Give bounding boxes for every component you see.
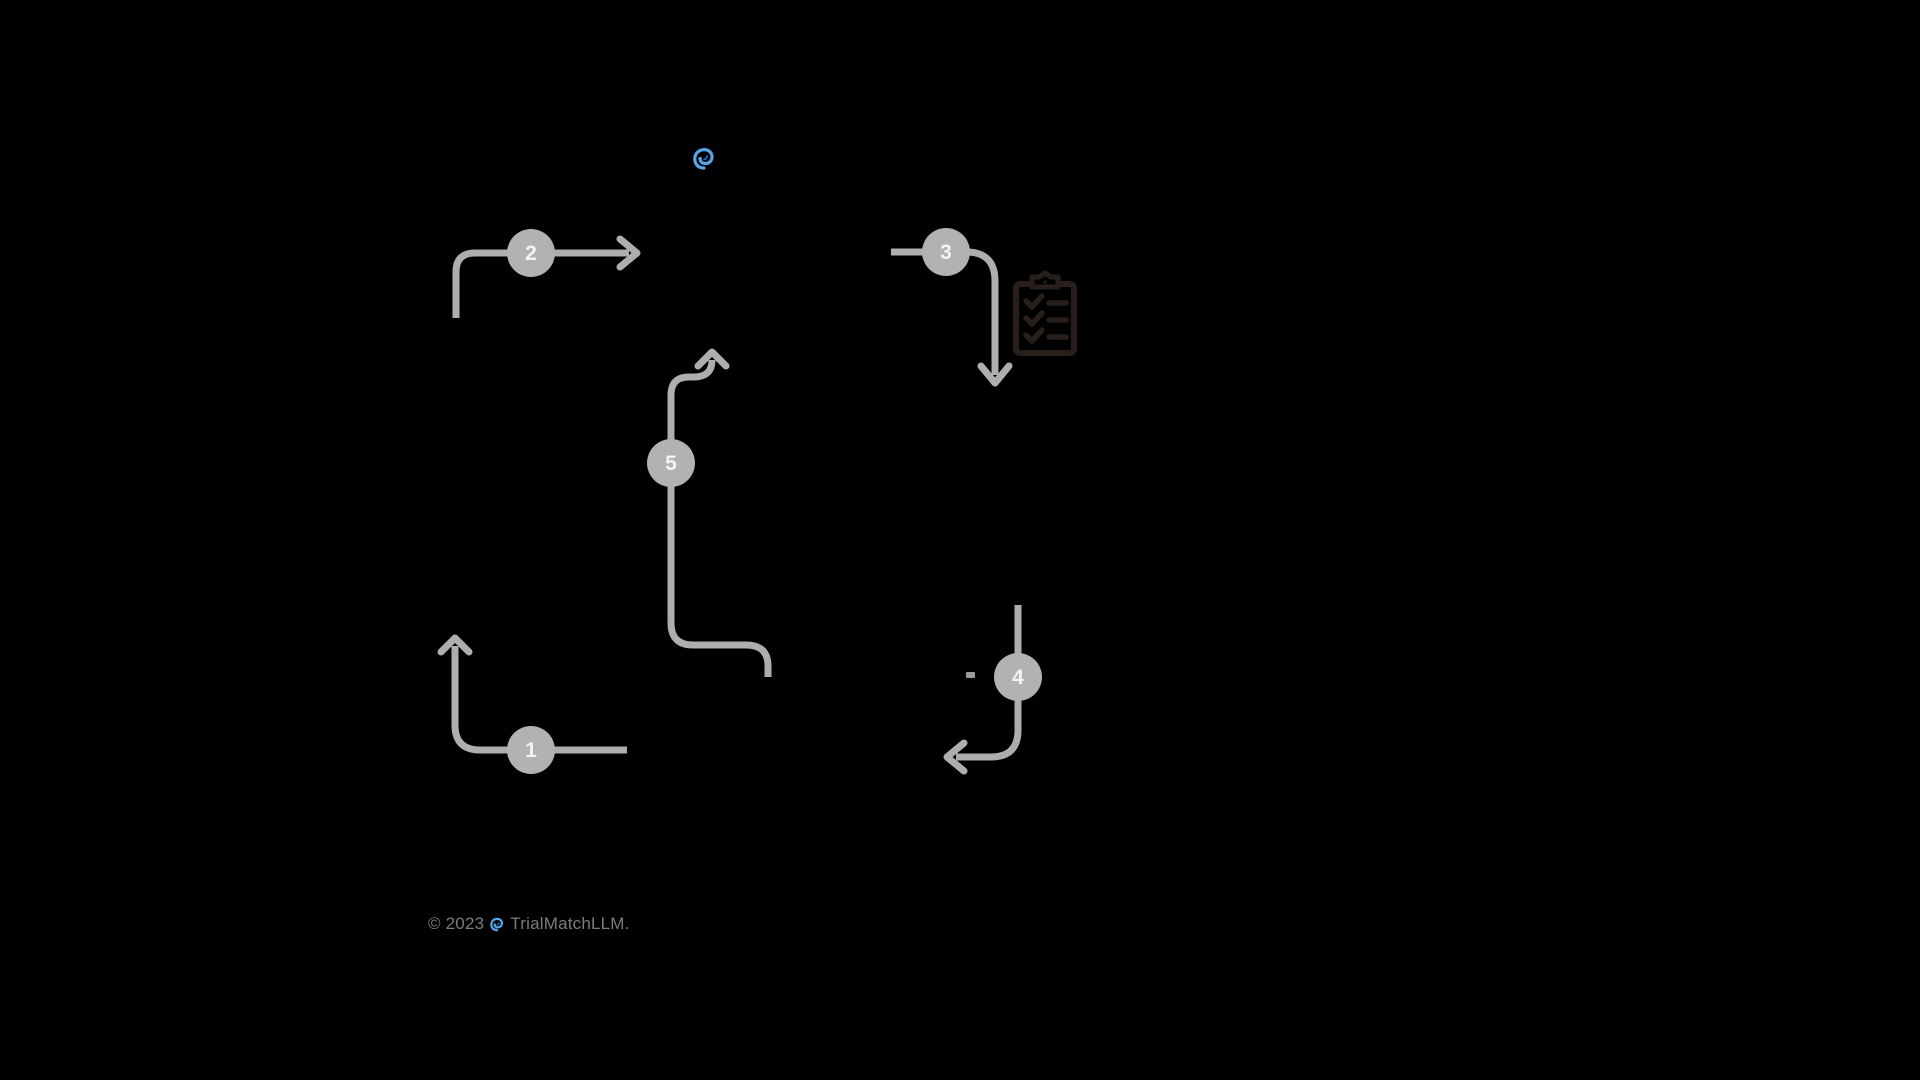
step-node-3: 3 — [922, 228, 970, 276]
arrow-step-4 — [943, 605, 1022, 775]
arrow-step-5 — [667, 348, 772, 677]
step-node-2: 2 — [507, 229, 555, 277]
footer-brand-name: TrialMatchLLM. — [510, 914, 630, 933]
step-node-4: 4 — [994, 653, 1042, 701]
step-number-1: 1 — [525, 738, 537, 762]
step-number-3: 3 — [940, 240, 952, 264]
arrow-step-1 — [437, 634, 627, 754]
cyclone-icon — [490, 917, 504, 932]
stray-mark — [966, 672, 975, 678]
step-number-4: 4 — [1012, 665, 1024, 689]
checklist-clipboard-icon — [1013, 270, 1077, 356]
arrow-step-2 — [452, 235, 641, 318]
step-node-5: 5 — [647, 439, 695, 487]
step-node-1: 1 — [507, 726, 555, 774]
footer-copyright-year: © 2023 — [428, 914, 485, 933]
cyclone-icon — [693, 147, 714, 170]
step-number-2: 2 — [525, 241, 537, 265]
step-number-5: 5 — [665, 451, 677, 475]
footer-copyright: © 2023 TrialMatchLLM. — [428, 913, 630, 935]
